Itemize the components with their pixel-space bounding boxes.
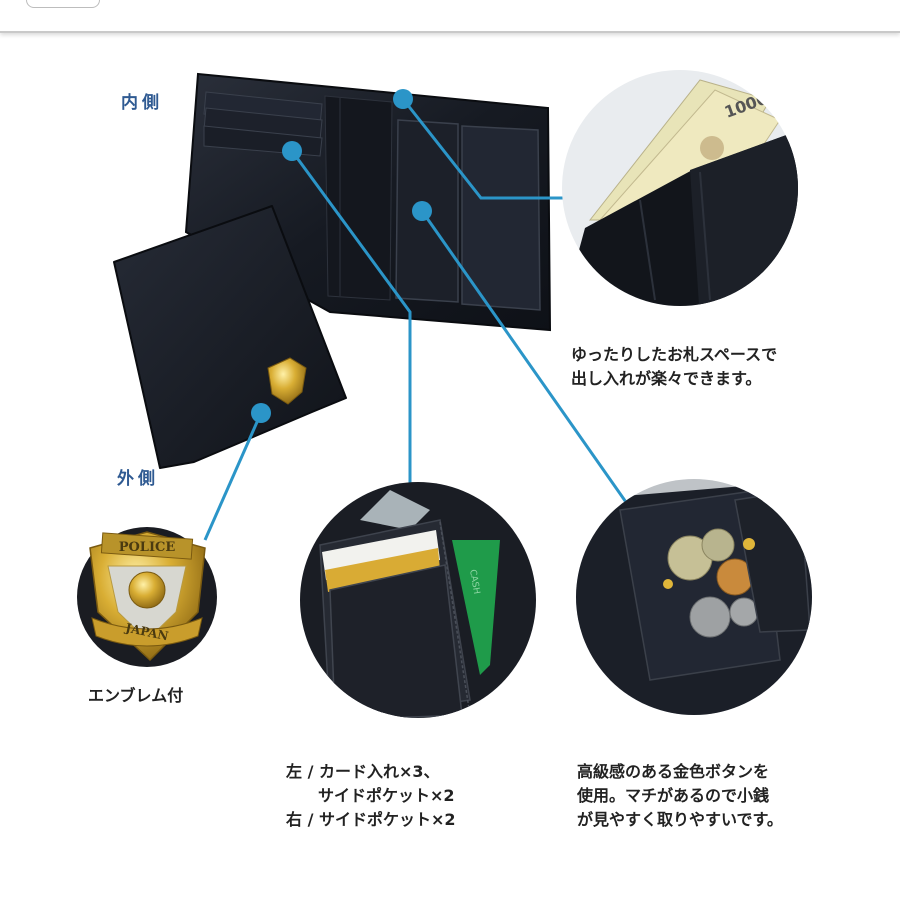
svg-text:POLICE: POLICE [119,540,176,555]
svg-text:CASH: CASH [467,569,481,595]
card-pockets-caption: 左 / カード入れ×3、 サイドポケット×2 右 / サイドポケット×2 [286,762,456,829]
outside-label: 外側 [117,469,159,489]
emblem-caption: エンブレム付 [88,686,184,705]
top-bar [0,0,900,33]
closed-wallet [113,205,347,469]
coin-button-caption: 高級感のある金色ボタンを 使用。マチがあるので小銭 が見やすく取りやすいです。 [577,762,783,829]
callout-lines [203,98,630,541]
coin-pocket-detail [576,479,812,715]
inside-label: 内側 [121,93,163,113]
emblem-detail: POLICE JAPAN [77,527,217,667]
bill-space-caption: ゆったりしたお札スペースで 出し入れが楽々できます。 [571,345,778,388]
callout-dots [251,89,432,423]
banknote-detail: 10000 [562,70,798,306]
card-pocket-detail: CASH [300,482,536,718]
